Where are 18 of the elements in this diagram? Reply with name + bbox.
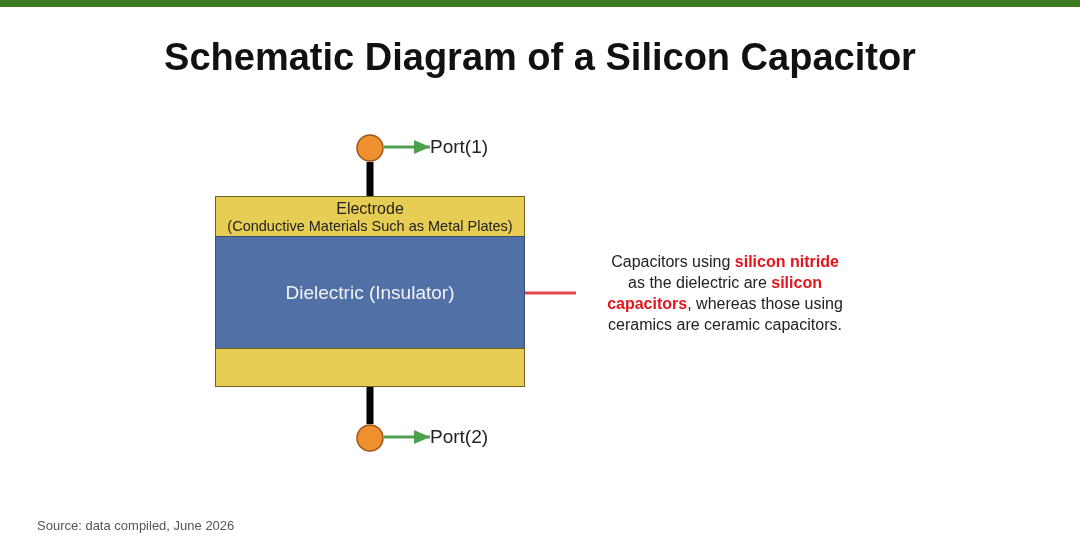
arrow <box>384 140 430 154</box>
electrode-layer <box>215 196 525 237</box>
port-label: Port(2) <box>430 426 489 448</box>
layer-title: Electrode <box>336 198 404 218</box>
leader-line <box>525 291 576 295</box>
terminal-icon <box>356 424 384 452</box>
arrow <box>384 430 430 444</box>
electrode-layer <box>215 348 525 387</box>
terminal-icon <box>356 134 384 162</box>
layer-label: Dielectric (Insulator) <box>285 281 455 304</box>
source-note: Source: data compiled, June 2026 <box>37 518 235 534</box>
port-label: Port(1) <box>430 136 489 158</box>
wire <box>366 162 374 196</box>
layer-description: (Conductive Materials Such as Metal Plates) <box>227 217 513 235</box>
annotation-text: Capacitors using silicon nitride as the dielectric are silicon capacitors, whereas those using ceramics are ceramic capacitors. <box>576 251 874 335</box>
diagram-title: Schematic Diagram of a Silicon Capacitor <box>164 35 916 79</box>
dielectric-layer <box>215 236 525 349</box>
wire <box>366 387 374 424</box>
